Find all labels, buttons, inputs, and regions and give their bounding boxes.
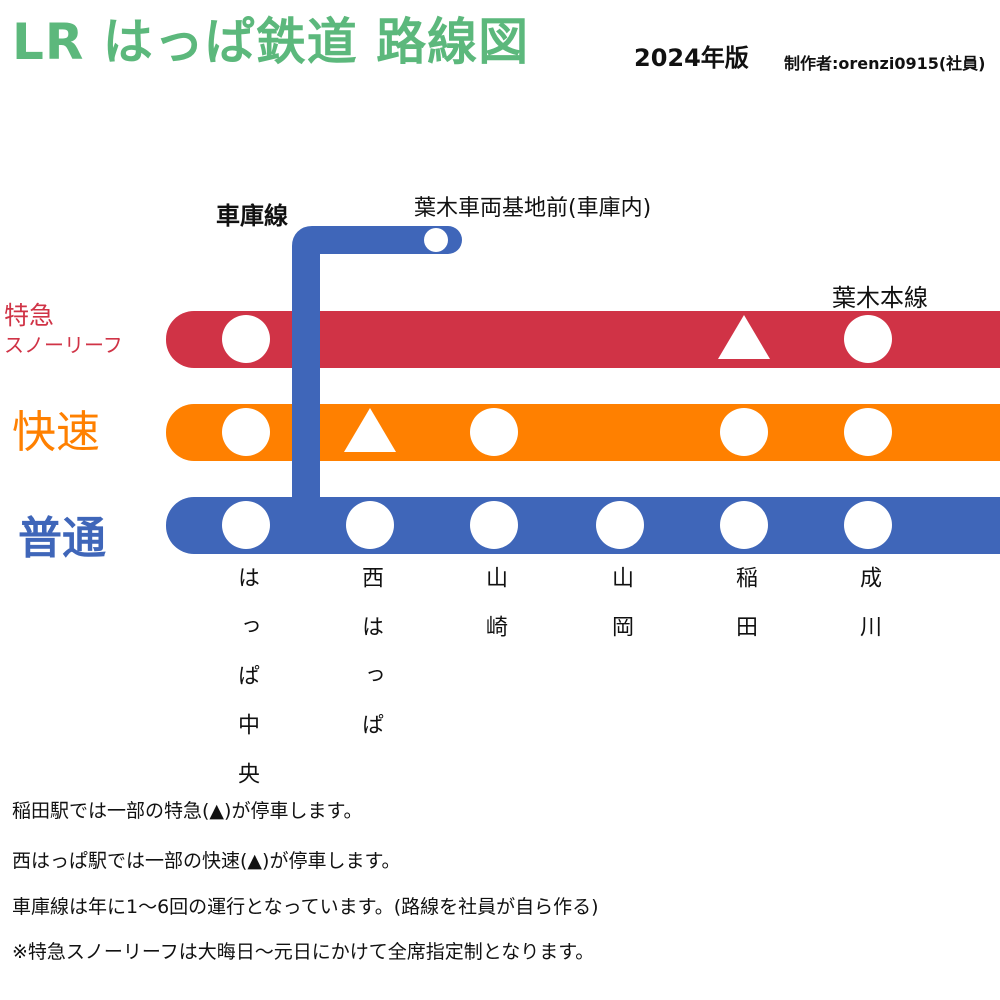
- station-name: 西はっぱ: [358, 566, 383, 762]
- station-stop-marker: [596, 501, 644, 549]
- limited-express-line-band: [166, 311, 1000, 368]
- station-stop-marker: [720, 408, 768, 456]
- note-text: 車庫線は年に1〜6回の運行となっています。(路線を社員が自ら作る): [12, 896, 599, 918]
- edition-label: 2024年版: [634, 44, 749, 72]
- station-stop-marker: [844, 501, 892, 549]
- station-stop-marker: [470, 408, 518, 456]
- station-name: 成川: [856, 566, 881, 664]
- depot-line-track: [292, 226, 462, 514]
- limited-express-label: 特急: [4, 301, 55, 330]
- station-name: 山崎: [482, 566, 507, 664]
- station-name: 山岡: [608, 566, 633, 664]
- local-label: 普通: [18, 513, 106, 564]
- note-text: ※特急スノーリーフは大晦日〜元日にかけて全席指定制となります。: [12, 941, 595, 963]
- station-stop-marker: [844, 408, 892, 456]
- author-label: 制作者:orenzi0915(社員): [784, 54, 986, 73]
- partial-stop-triangle: [344, 408, 396, 452]
- station-stop-marker: [844, 315, 892, 363]
- station-name: 稲田: [732, 566, 757, 664]
- page-title: LR はっぱ鉄道 路線図: [12, 13, 530, 71]
- station-stop-marker: [222, 501, 270, 549]
- station-stop-marker: [222, 315, 270, 363]
- station-stop-marker: [720, 501, 768, 549]
- note-text: 稲田駅では一部の特急(▲)が停車します。: [12, 800, 363, 822]
- depot-station-label: 葉木車両基地前(車庫内): [414, 196, 652, 221]
- depot-line-label: 車庫線: [216, 202, 288, 230]
- station-stop-marker: [346, 501, 394, 549]
- main-line-label: 葉木本線: [832, 284, 928, 312]
- note-text: 西はっぱ駅では一部の快速(▲)が停車します。: [12, 850, 401, 872]
- station-stop-marker: [222, 408, 270, 456]
- partial-stop-triangle: [718, 315, 770, 359]
- rapid-label: 快速: [12, 407, 100, 458]
- depot-line-crossing: [292, 300, 320, 500]
- depot-station-marker: [424, 228, 448, 252]
- station-name: はっぱ中央: [234, 566, 259, 811]
- station-stop-marker: [470, 501, 518, 549]
- limited-express-sub-label: スノーリーフ: [4, 333, 123, 357]
